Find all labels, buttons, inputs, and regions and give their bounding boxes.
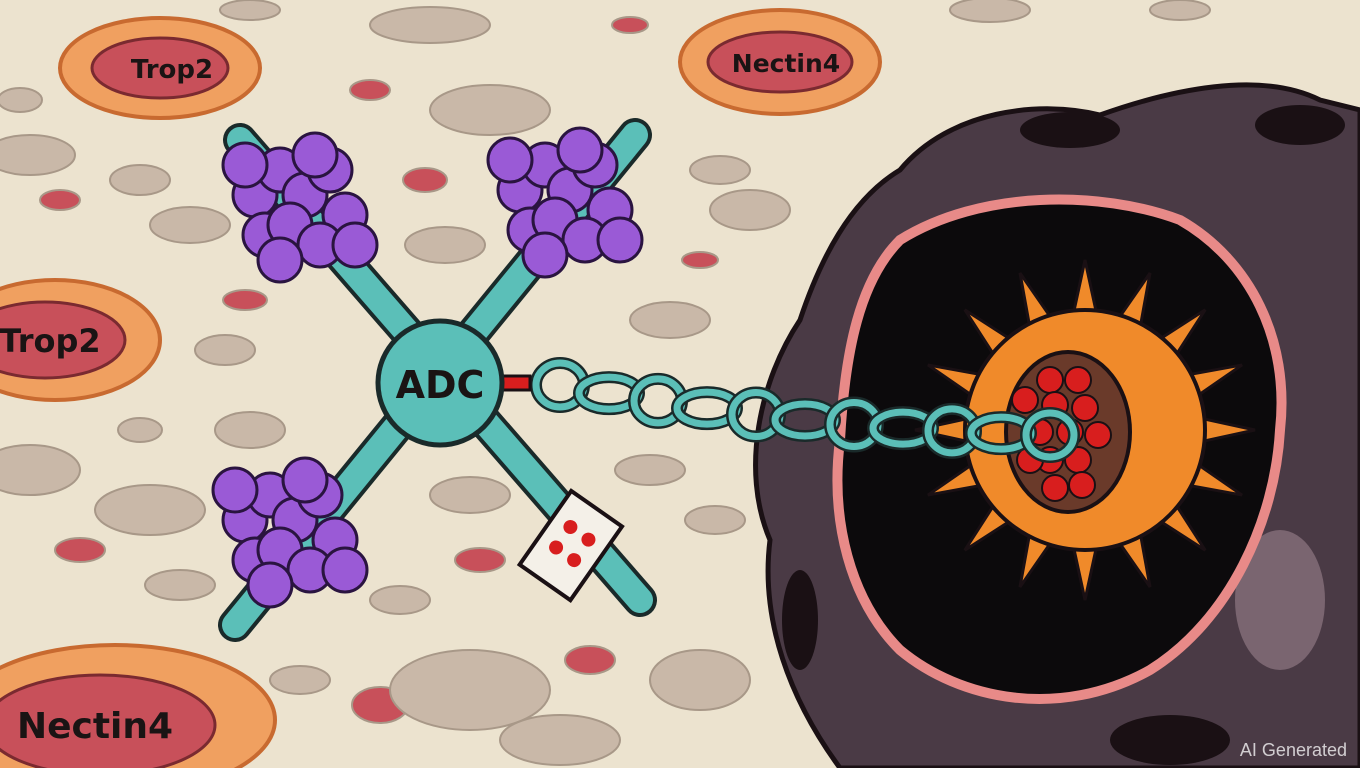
tissue-spot [0, 134, 76, 176]
antigen-bead [556, 126, 604, 174]
payload-molecule [1064, 366, 1092, 394]
tissue-spot [222, 289, 268, 311]
tissue-spot [94, 484, 206, 536]
antigen-bead [321, 546, 369, 594]
tissue-spot [369, 6, 491, 44]
chain-link [1022, 409, 1078, 461]
antigen-bead [256, 236, 304, 284]
tissue-spot [649, 649, 751, 711]
receptor-nectin4-bottom: Nectin4 [0, 643, 277, 768]
tissue-spot [454, 547, 506, 573]
payload-molecule [1068, 471, 1096, 499]
nectin4-label: Nectin4 [17, 706, 173, 747]
tissue-spot [611, 16, 649, 34]
tissue-spot [402, 167, 448, 193]
tissue-spot [0, 87, 43, 113]
tissue-spot [689, 155, 751, 185]
tissue-spot [349, 79, 391, 101]
payload-molecule [1036, 366, 1064, 394]
tissue-spot [214, 411, 286, 449]
nectin4-label: Nectin4 [732, 49, 840, 78]
adc-label: ADC [396, 363, 485, 407]
tissue-spot [54, 537, 106, 563]
adc-hub: ADC [375, 318, 532, 448]
tissue-spot [389, 649, 551, 731]
tissue-spot [681, 251, 719, 269]
tissue-spot [149, 206, 231, 244]
tissue-spot [144, 569, 216, 601]
tissue-spot [949, 0, 1031, 23]
antigen-bead [486, 136, 534, 184]
tissue-spot [709, 189, 791, 231]
payload-molecule [1011, 386, 1039, 414]
receptor-trop2-left: Trop2 [0, 278, 162, 402]
tissue-spot [684, 505, 746, 535]
trop2-label: Trop2 [0, 322, 101, 360]
antigen-bead [281, 456, 329, 504]
tissue-spot [614, 454, 686, 486]
tissue-spot [404, 226, 486, 264]
tissue-spot [429, 476, 511, 514]
tissue-spot [109, 164, 171, 196]
tissue-spot [429, 84, 551, 136]
antigen-bead [521, 231, 569, 279]
tissue-spot [564, 645, 616, 675]
trop2-label: Trop2 [131, 55, 213, 85]
ai-generated-watermark: AI Generated [1240, 740, 1347, 760]
tissue-spot [269, 665, 331, 695]
antigen-bead [211, 466, 259, 514]
tissue-spot [499, 714, 621, 766]
tissue-spot [194, 334, 256, 366]
tissue-spot [629, 301, 711, 339]
receptor-trop2-top: Trop2 [58, 16, 262, 120]
drug-payload-box [516, 488, 625, 604]
tissue-spot [117, 417, 163, 443]
receptor-nectin4-top: Nectin4 [678, 8, 882, 116]
payload-molecule [1084, 421, 1112, 449]
antigen-bead [291, 131, 339, 179]
tissue-spot [1149, 0, 1211, 21]
antigen-bead [246, 561, 294, 609]
antigen-bead [221, 141, 269, 189]
antigen-bead [596, 216, 644, 264]
tissue-spot [39, 189, 81, 211]
payload-molecule [1041, 474, 1069, 502]
tissue-spot [0, 444, 81, 496]
antigen-clusters [211, 126, 644, 609]
tissue-spots [0, 0, 1211, 766]
linker-chain [530, 357, 1080, 463]
tissue-spot [219, 0, 281, 21]
tissue-spot [369, 585, 431, 615]
payload-molecule [1071, 394, 1099, 422]
antigen-bead [331, 221, 379, 269]
